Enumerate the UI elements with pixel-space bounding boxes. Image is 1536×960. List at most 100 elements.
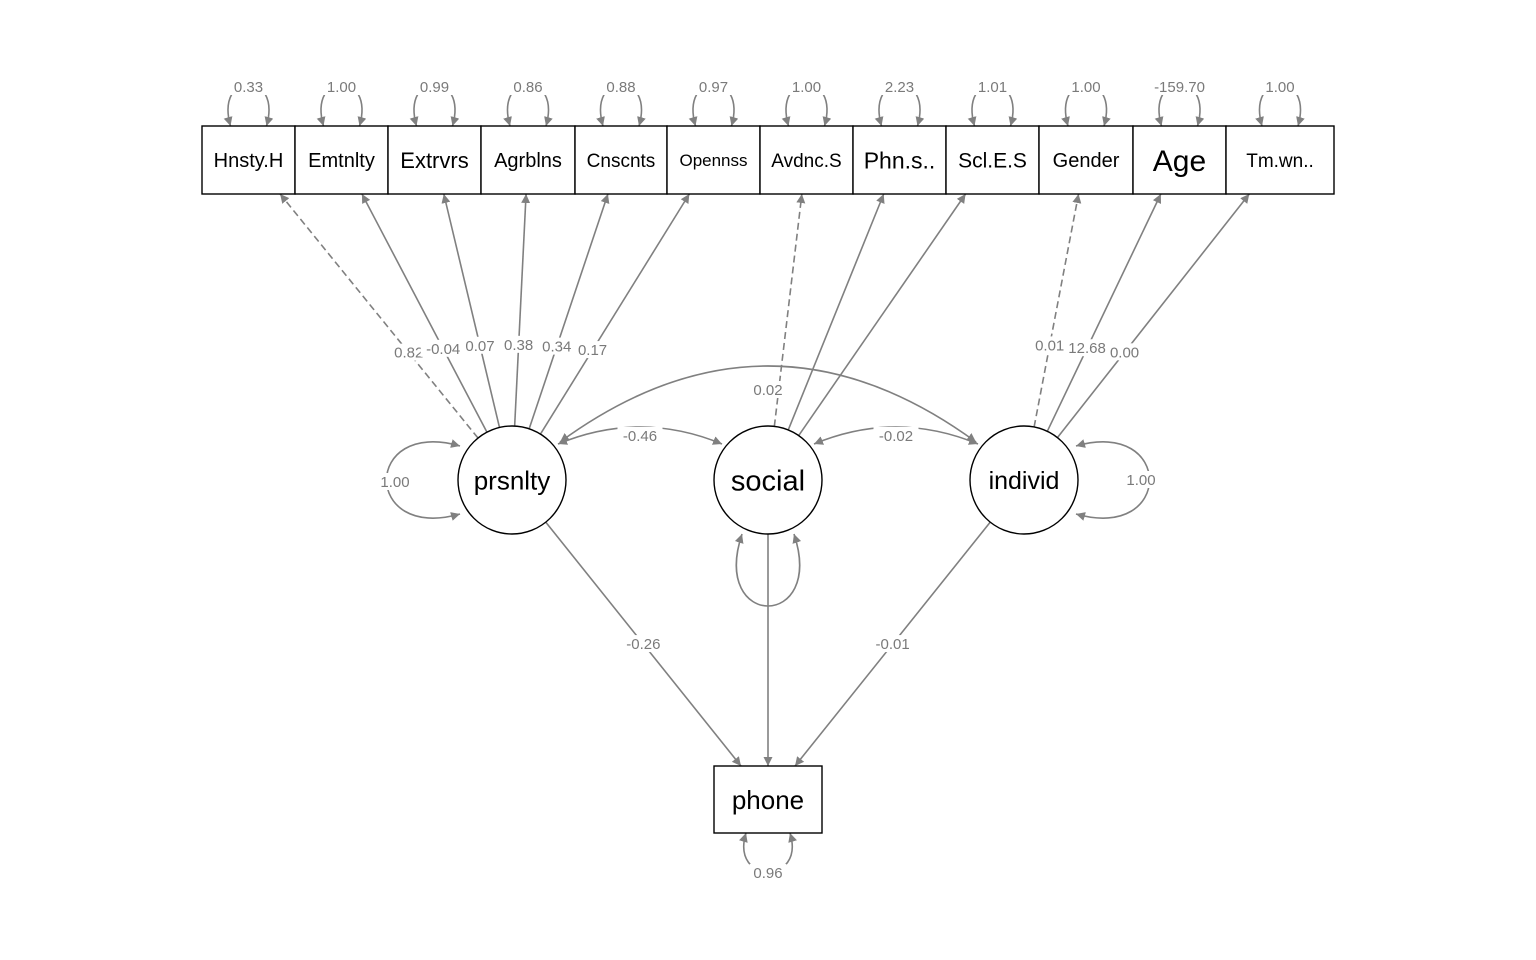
latent-node-individ: individ xyxy=(969,425,1079,535)
loading-label-cnscnts: 0.34 xyxy=(542,339,571,356)
variance-label-individ: 1.00 xyxy=(1126,472,1155,489)
variance-label-opennss: 0.97 xyxy=(699,79,728,96)
loading-label-opennss-bg xyxy=(574,341,611,359)
loading-label-hnsty-h: 0.82 xyxy=(394,345,423,362)
loading-label-tm-wn: 0.00 xyxy=(1110,344,1139,361)
loading-label-hnsty-h-bg xyxy=(390,343,428,361)
latent-label-prsnlty: prsnlty xyxy=(474,465,551,495)
manifest-node-phn-s: Phn.s.. xyxy=(852,125,947,195)
outcome-node-phone: phone xyxy=(713,765,823,834)
manifest-label-emtnlty: Emtnlty xyxy=(308,150,375,172)
variance-label-scl-e-s: 1.01 xyxy=(978,79,1007,96)
loading-prsnlty-cnscnts xyxy=(528,193,610,430)
manifest-label-extrvrs: Extrvrs xyxy=(400,148,468,173)
manifest-box-extrvrs xyxy=(387,125,482,195)
variance-label-emtnlty-bg xyxy=(323,78,360,95)
latent-node-prsnlty: prsnlty xyxy=(457,425,567,535)
manifest-node-extrvrs: Extrvrs xyxy=(387,125,482,195)
regression-label-prsnlty-bg xyxy=(620,635,666,653)
manifest-node-avdnc-s: Avdnc.S xyxy=(759,125,854,195)
loading-label-emtnlty-bg xyxy=(420,339,466,357)
manifest-box-opennss xyxy=(666,125,761,195)
variance-label-prsnlty-bg xyxy=(376,473,414,490)
loading-label-age-bg xyxy=(1064,339,1110,357)
manifest-label-gender: Gender xyxy=(1053,150,1120,172)
variance-label-tm-wn-bg xyxy=(1261,78,1299,95)
covariance-label-prsnlty-social-bg xyxy=(617,427,663,444)
loading-label-extrvrs-bg xyxy=(461,336,499,354)
variance-label-avdnc-s: 1.00 xyxy=(792,79,821,96)
loading-label-tm-wn-bg xyxy=(1106,343,1143,361)
variance-label-phone: 0.96 xyxy=(753,865,782,882)
manifest-node-cnscnts: Cnscnts xyxy=(574,125,668,195)
variance-label-age-bg xyxy=(1148,78,1211,95)
latent-circle-prsnlty xyxy=(457,425,567,535)
variance-label-tm-wn: 1.00 xyxy=(1265,79,1294,96)
manifest-box-tm-wn xyxy=(1225,125,1335,195)
loading-label-extrvrs: 0.07 xyxy=(465,338,494,355)
loading-label-gender: 0.01 xyxy=(1035,337,1064,354)
manifest-label-avdnc-s: Avdnc.S xyxy=(771,151,841,172)
variance-label-avdnc-s-bg xyxy=(788,78,825,95)
loading-label-opennss: 0.17 xyxy=(578,342,607,359)
latent-label-social: social xyxy=(731,465,805,497)
loading-prsnlty-hnsty-h xyxy=(279,193,479,439)
loading-prsnlty-extrvrs xyxy=(441,193,501,428)
loading-social-scl-e-s xyxy=(798,193,967,437)
variance-label-agrblns: 0.86 xyxy=(513,79,542,96)
covariance-label-prsnlty-individ: 0.02 xyxy=(753,382,782,399)
variance-label-phn-s: 2.23 xyxy=(885,79,914,96)
variance-label-agrblns-bg xyxy=(509,78,547,95)
outcome-box-phone xyxy=(713,765,823,834)
manifest-box-scl-e-s xyxy=(945,125,1040,195)
covariance-label-prsnlty-individ-bg xyxy=(749,381,787,398)
manifest-node-emtnlty: Emtnlty xyxy=(294,125,389,195)
manifest-label-opennss: Opennss xyxy=(679,151,747,170)
manifest-box-emtnlty xyxy=(294,125,389,195)
loading-prsnlty-emtnlty xyxy=(361,193,488,433)
manifest-node-scl-e-s: Scl.E.S xyxy=(945,125,1040,195)
latent-circle-social xyxy=(713,425,823,535)
manifest-node-tm-wn: Tm.wn.. xyxy=(1225,125,1335,195)
variance-label-prsnlty: 1.00 xyxy=(380,474,409,491)
manifest-box-phn-s xyxy=(852,125,947,195)
covariance-label-prsnlty-social: -0.46 xyxy=(623,428,657,445)
loading-label-agrblns-bg xyxy=(500,335,538,353)
latent-label-individ: individ xyxy=(989,467,1060,495)
covariance-label-social-individ-bg xyxy=(873,427,919,444)
variance-label-phn-s-bg xyxy=(881,78,918,95)
manifest-node-opennss: Opennss xyxy=(666,125,761,195)
loading-individ-tm-wn xyxy=(1056,193,1250,439)
manifest-label-agrblns: Agrblns xyxy=(494,150,562,172)
manifest-label-scl-e-s: Scl.E.S xyxy=(958,150,1027,173)
covariance-prsnlty-individ xyxy=(559,365,977,443)
loading-individ-age xyxy=(1046,193,1162,432)
variance-label-gender-bg xyxy=(1067,78,1105,95)
variance-label-emtnlty: 1.00 xyxy=(327,79,356,96)
outcome-label-phone: phone xyxy=(732,785,804,815)
covariance-label-social-individ: -0.02 xyxy=(879,428,913,445)
manifest-node-hnsty-h: Hnsty.H xyxy=(201,125,296,195)
manifest-box-age xyxy=(1132,125,1227,195)
variance-label-opennss-bg xyxy=(695,78,732,95)
variance-label-hnsty-h-bg xyxy=(230,78,267,95)
variance-label-scl-e-s-bg xyxy=(974,78,1011,95)
manifest-label-cnscnts: Cnscnts xyxy=(587,151,656,172)
loading-social-phn-s xyxy=(787,193,885,431)
variance-label-extrvrs-bg xyxy=(416,78,453,95)
loading-label-age: 12.68 xyxy=(1068,340,1106,357)
manifest-label-hnsty-h: Hnsty.H xyxy=(214,150,284,172)
loading-individ-gender xyxy=(1033,193,1082,428)
variance-label-gender: 1.00 xyxy=(1071,79,1100,96)
variance-label-cnscnts-bg xyxy=(602,78,640,95)
variance-label-hnsty-h: 0.33 xyxy=(234,79,263,96)
manifest-label-tm-wn: Tm.wn.. xyxy=(1246,151,1314,172)
latent-node-social: social xyxy=(713,425,823,535)
variance-label-cnscnts: 0.88 xyxy=(606,79,635,96)
manifest-node-agrblns: Agrblns xyxy=(480,125,576,195)
regression-label-individ: -0.01 xyxy=(876,636,910,653)
loading-label-emtnlty: -0.04 xyxy=(426,341,460,358)
loading-label-cnscnts-bg xyxy=(538,337,576,355)
manifest-node-gender: Gender xyxy=(1038,125,1134,195)
